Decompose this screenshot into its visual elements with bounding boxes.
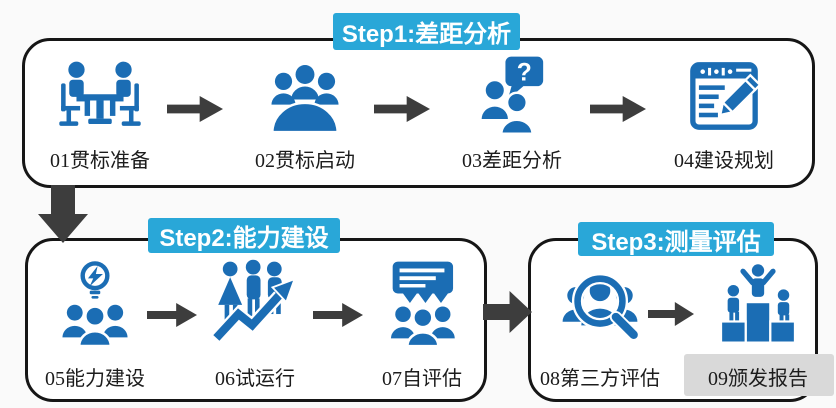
right-arrow-icon xyxy=(483,291,532,333)
item-label: 02贯标启动 xyxy=(255,150,355,172)
process-item-07: 07自评估 xyxy=(347,250,497,391)
conference-icon xyxy=(262,54,348,138)
item-label: 05能力建设 xyxy=(45,368,145,390)
process-item-02: 02贯标启动 xyxy=(230,54,380,173)
search-team-icon xyxy=(553,250,647,356)
plan-document-icon xyxy=(686,54,762,138)
down-arrow-icon xyxy=(38,185,88,243)
growth-people-icon xyxy=(209,250,301,356)
process-item-09: 09颁发报告 xyxy=(688,250,828,391)
item-label: 03差距分析 xyxy=(462,150,562,172)
process-item-03: ? 03差距分析 xyxy=(437,54,587,173)
meeting-table-icon xyxy=(54,54,146,138)
question-people-icon: ? xyxy=(471,54,553,138)
presentation-audience-icon xyxy=(377,250,467,356)
award-podium-icon xyxy=(714,250,802,356)
step3-label: Step3:测量评估 xyxy=(578,222,774,256)
question-mark: ? xyxy=(517,59,532,86)
idea-team-icon xyxy=(51,250,139,356)
step2-label: Step2:能力建设 xyxy=(148,218,340,253)
process-item-05: 05能力建设 xyxy=(20,250,170,391)
right-arrow-icon xyxy=(590,96,646,122)
item-label: 06试运行 xyxy=(215,368,295,390)
right-arrow-icon xyxy=(313,303,363,327)
process-item-08: 08第三方评估 xyxy=(530,250,670,391)
item-label: 04建设规划 xyxy=(674,150,774,172)
right-arrow-icon xyxy=(147,303,197,327)
item-label: 08第三方评估 xyxy=(540,368,660,390)
item-label: 09颁发报告 xyxy=(708,368,808,390)
item-label: 07自评估 xyxy=(382,368,462,390)
process-item-01: 01贯标准备 xyxy=(25,54,175,173)
watermark-band xyxy=(684,354,834,396)
process-item-04: 04建设规划 xyxy=(649,54,799,173)
step1-label: Step1:差距分析 xyxy=(333,13,520,50)
item-label: 01贯标准备 xyxy=(50,150,150,172)
right-arrow-icon xyxy=(648,302,694,326)
process-item-06: 06试运行 xyxy=(180,250,330,391)
right-arrow-icon xyxy=(167,96,223,122)
right-arrow-icon xyxy=(374,96,430,122)
